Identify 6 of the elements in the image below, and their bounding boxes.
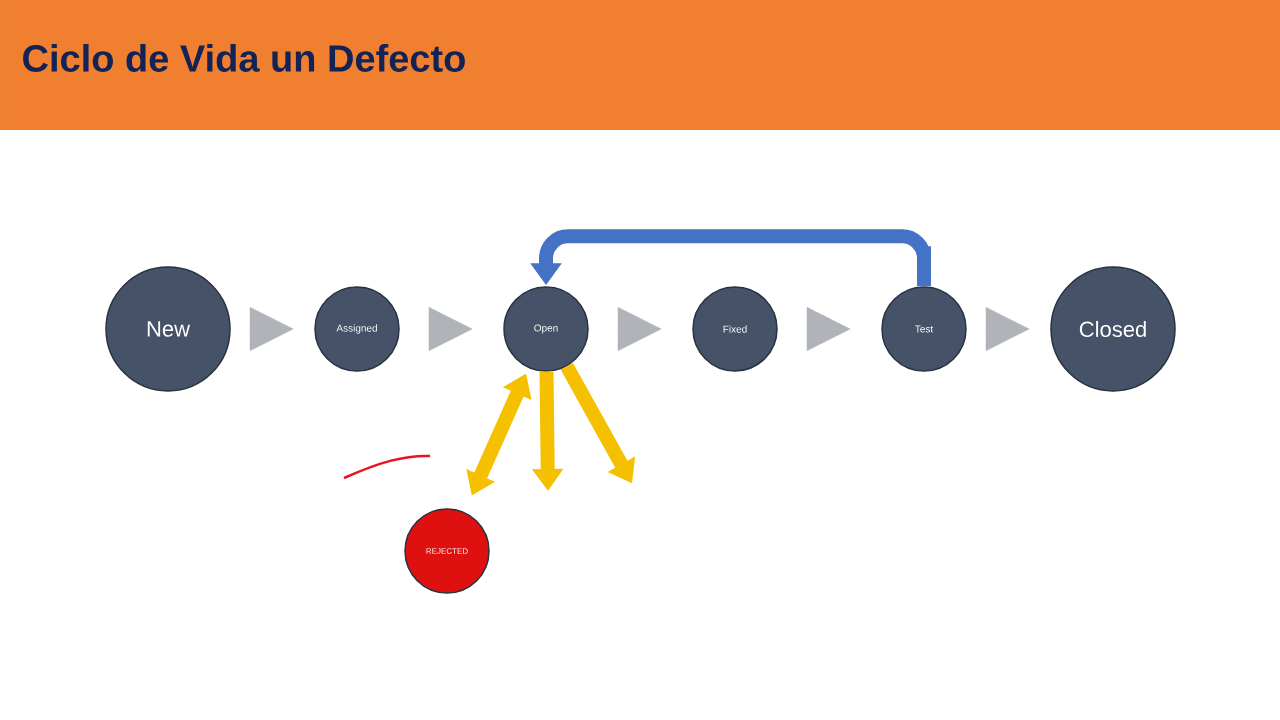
arrow [428,307,473,351]
arrow [985,307,1030,351]
title: Ciclo de Vida un Defecto [23,44,465,72]
arrow [617,307,662,351]
arrow [806,307,851,351]
arrow [249,307,294,351]
